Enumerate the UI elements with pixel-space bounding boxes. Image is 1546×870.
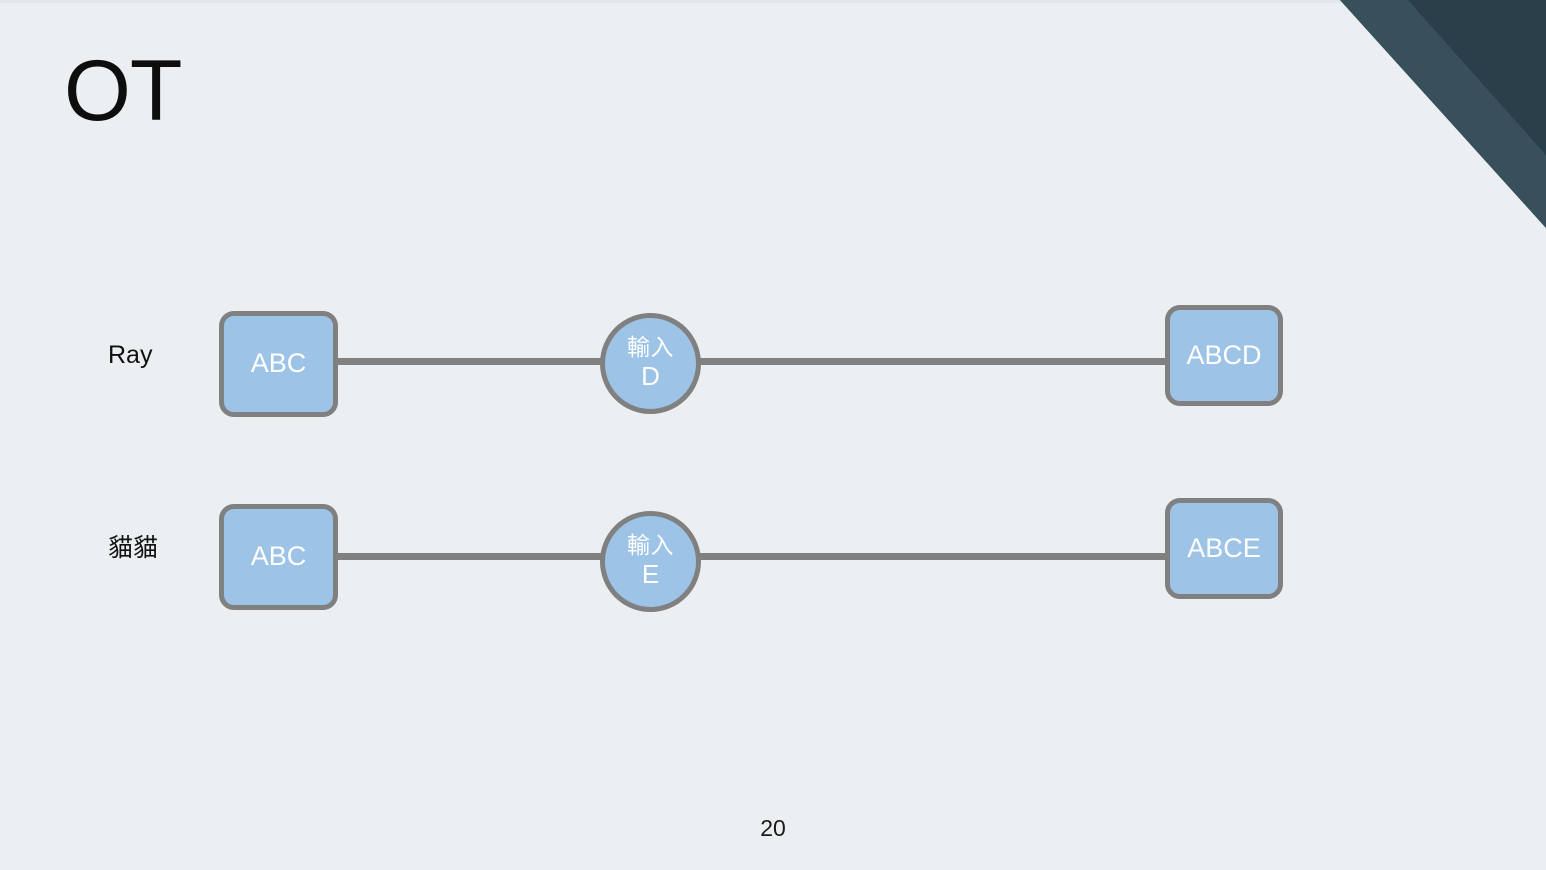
connector-row1-right: [694, 358, 1172, 365]
node-row1-end-label: ABCD: [1186, 339, 1262, 370]
node-row2-start[interactable]: ABC: [219, 504, 338, 610]
node-row1-start-label: ABC: [250, 348, 307, 379]
connector-row1-left: [336, 358, 606, 365]
row-label-ray: Ray: [108, 341, 153, 369]
node-row2-operation-line1: 輸入: [627, 533, 674, 560]
row-label-maomao: 貓貓: [108, 533, 159, 562]
node-row2-end[interactable]: ABCE: [1165, 498, 1283, 599]
top-edge-strip: [0, 0, 1546, 3]
node-row1-operation-line1: 輸入: [627, 335, 674, 362]
page-number: 20: [760, 815, 786, 841]
connector-row2-right: [694, 553, 1172, 560]
node-row1-start[interactable]: ABC: [219, 311, 338, 417]
node-row2-operation-line2: E: [641, 558, 660, 589]
node-row2-start-label: ABC: [250, 541, 307, 572]
node-row2-end-label: ABCE: [1187, 532, 1261, 563]
node-row1-end[interactable]: ABCD: [1165, 305, 1283, 406]
node-row1-operation[interactable]: 輸入 D: [600, 313, 701, 414]
connector-row2-left: [336, 553, 606, 560]
node-row1-operation-line2: D: [641, 360, 660, 391]
page-title: OT: [64, 43, 182, 139]
node-row2-operation[interactable]: 輸入 E: [600, 511, 701, 612]
